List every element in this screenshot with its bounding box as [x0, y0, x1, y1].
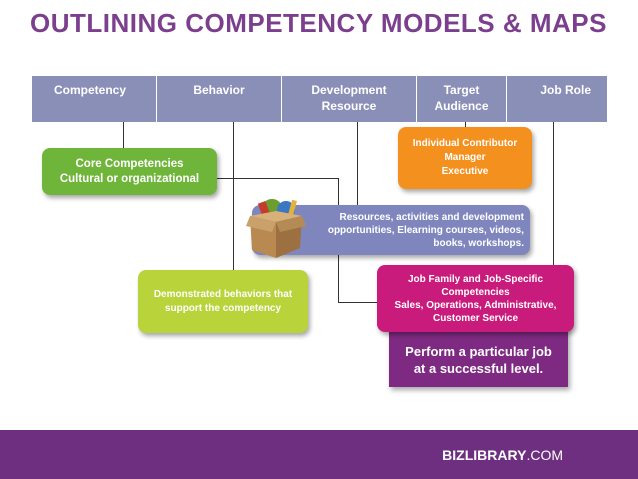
- column-label: Target Audience: [434, 83, 489, 113]
- brand-logo: BIZLIBRARY.COM: [442, 447, 563, 463]
- perform-job-text: Perform a particular job at a successful…: [405, 343, 552, 376]
- target-audience-text: Individual Contributor Manager Executive: [412, 138, 518, 177]
- brand-bold: BIZLIBRARY: [442, 447, 527, 463]
- job-family-text: Job Family and Job-Specific Competencies…: [394, 273, 557, 324]
- connector-line: [216, 178, 338, 179]
- core-competencies-box: Core Competencies Cultural or organizati…: [42, 148, 217, 195]
- behaviors-box: Demonstrated behaviors that support the …: [138, 270, 308, 333]
- column-label: Behavior: [193, 83, 245, 97]
- target-audience-box: Individual Contributor Manager Executive: [398, 127, 532, 189]
- footer-bar: [0, 430, 638, 479]
- connector-line: [123, 122, 124, 148]
- behaviors-text: Demonstrated behaviors that support the …: [153, 288, 293, 314]
- header-bar: Competency Behavior Development Resource…: [32, 76, 607, 122]
- column-header-behavior: Behavior: [157, 76, 282, 122]
- column-header-job-role: Job Role: [507, 76, 607, 122]
- connector-line: [233, 122, 234, 270]
- brand-rest: .COM: [526, 447, 563, 463]
- resource-box-icon: [246, 199, 306, 258]
- connector-line: [338, 302, 378, 303]
- job-family-box: Job Family and Job-Specific Competencies…: [377, 265, 574, 332]
- connector-line: [465, 122, 466, 130]
- perform-job-box: Perform a particular job at a successful…: [389, 312, 568, 387]
- column-header-development-resource: Development Resource: [282, 76, 417, 122]
- column-header-competency: Competency: [32, 76, 157, 122]
- resources-text: Resources, activities and development op…: [327, 211, 524, 249]
- connector-line: [357, 122, 358, 210]
- column-label: Development Resource: [311, 83, 387, 113]
- core-competencies-text: Core Competencies Cultural or organizati…: [59, 157, 200, 185]
- column-label: Competency: [54, 83, 127, 97]
- connector-line: [553, 122, 554, 266]
- column-header-target-audience: Target Audience: [417, 76, 507, 122]
- page-title: OUTLINING COMPETENCY MODELS & MAPS: [30, 8, 607, 38]
- column-label: Job Role: [540, 83, 591, 97]
